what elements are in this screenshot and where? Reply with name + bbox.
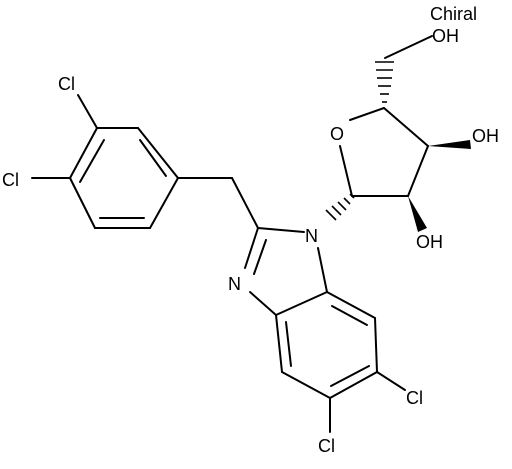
bond <box>383 107 429 147</box>
bond <box>275 314 283 373</box>
bond <box>249 291 277 316</box>
label-chiral: Chiral <box>430 4 477 24</box>
label-cl-bottom: Cl <box>318 436 335 456</box>
label-n1: N <box>305 226 318 246</box>
ribose-ring <box>339 107 429 197</box>
dichlorophenyl-ring <box>69 127 179 229</box>
label-n3: N <box>228 274 241 294</box>
bond <box>326 291 376 319</box>
bond <box>339 145 353 197</box>
bold-wedge-c2-oh <box>408 196 427 232</box>
bond <box>244 227 259 269</box>
bond <box>69 177 96 229</box>
double-bond-inner <box>331 305 368 326</box>
label-oh-lower: OH <box>416 232 443 252</box>
bond-ch2-c2 <box>231 177 259 229</box>
double-bond-inner <box>79 139 105 183</box>
hashed-wedge-c4-ch2 <box>375 61 394 103</box>
label-cl-left: Cl <box>2 170 19 190</box>
bond <box>349 107 385 121</box>
bond-ch2-oh <box>384 35 433 59</box>
bond-cl-top <box>77 94 98 129</box>
bond <box>69 127 98 179</box>
benzo-ring <box>275 291 378 399</box>
label-oh-top: OH <box>432 26 459 46</box>
bond <box>275 291 328 316</box>
double-bond-inner <box>139 139 167 177</box>
double-bond-inner <box>330 365 370 387</box>
bond <box>149 177 179 229</box>
label-ring-oxygen: O <box>330 124 344 144</box>
bold-wedge-c3-oh <box>428 140 471 149</box>
bond <box>281 371 331 399</box>
label-oh-right: OH <box>472 126 499 146</box>
imidazole-ring <box>244 227 328 316</box>
label-cl-top: Cl <box>58 74 75 94</box>
label-cl-right: Cl <box>406 388 423 408</box>
double-bond-inner <box>285 321 292 367</box>
bond <box>137 127 179 179</box>
bond <box>407 145 429 197</box>
double-bond-inner <box>253 239 267 275</box>
bond <box>374 317 378 373</box>
bond <box>317 247 328 293</box>
bond <box>257 227 305 233</box>
bond-cl-right <box>376 371 406 391</box>
hashed-wedge-c1-n1 <box>325 193 355 221</box>
bond <box>329 371 378 399</box>
